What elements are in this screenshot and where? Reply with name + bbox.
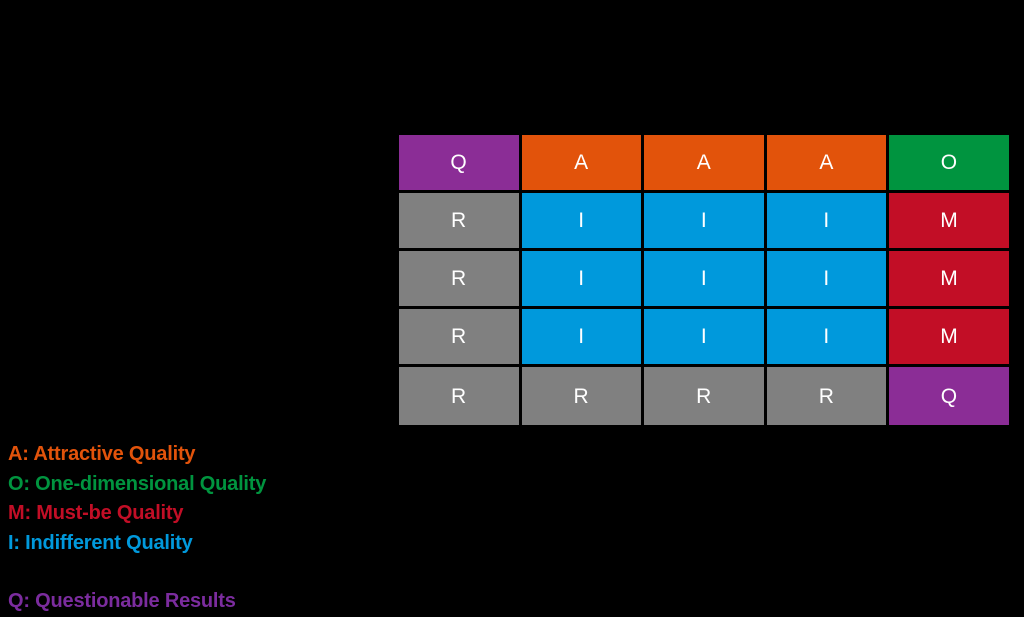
kano-cell-q: Q — [399, 135, 519, 190]
kano-cell-i: I — [644, 193, 764, 248]
kano-cell-i: I — [521, 193, 642, 248]
kano-cell-r: R — [399, 309, 519, 364]
kano-cell-r: R — [644, 367, 764, 425]
legend-item-q: Q: Questionable Results — [8, 590, 236, 612]
kano-cell-m: M — [889, 309, 1009, 364]
kano-cell-r: R — [399, 251, 519, 306]
kano-cell-r: R — [766, 367, 887, 425]
kano-cell-i: I — [521, 251, 642, 306]
legend-item-m: M: Must-be Quality — [8, 502, 184, 524]
legend: A: Attractive Quality O: One-dimensional … — [8, 440, 388, 617]
kano-cell-r: R — [399, 367, 519, 425]
kano-cell-i: I — [644, 309, 764, 364]
legend-item-o: O: One-dimensional Quality — [8, 472, 267, 495]
kano-cell-m: M — [889, 251, 1009, 306]
kano-cell-i: I — [766, 251, 887, 306]
legend-item-a: A: Attractive Quality — [8, 443, 196, 465]
kano-cell-a: A — [766, 135, 887, 190]
kano-cell-i: I — [644, 251, 764, 306]
kano-cell-o: O — [889, 135, 1009, 190]
kano-cell-r: R — [521, 367, 642, 425]
kano-cell-i: I — [521, 309, 642, 364]
kano-cell-i: I — [766, 193, 887, 248]
kano-cell-i: I — [766, 309, 887, 364]
kano-cell-a: A — [644, 135, 764, 190]
kano-cell-a: A — [521, 135, 642, 190]
legend-item-i: I: Indifferent Quality — [8, 531, 193, 554]
kano-cell-q: Q — [889, 367, 1009, 425]
kano-cell-m: M — [889, 193, 1009, 248]
kano-cell-r: R — [399, 193, 519, 248]
